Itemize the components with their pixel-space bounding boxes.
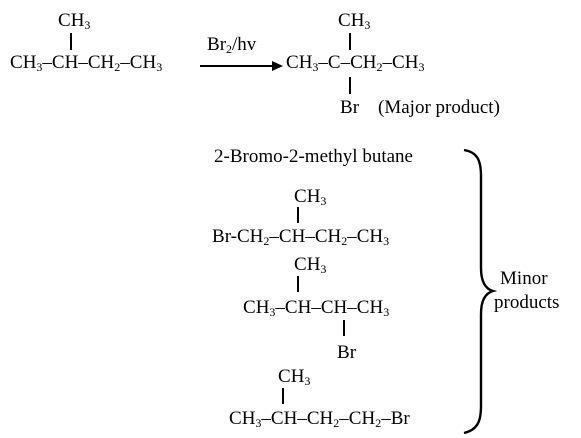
major-product-label: (Major product) [378, 97, 500, 118]
curly-brace [463, 148, 498, 435]
reactant-chain: CH3–CH–CH2–CH3 [10, 52, 163, 74]
reactant-branch-bond [70, 33, 72, 50]
minor-products-label-line2: products [494, 292, 560, 313]
minor-2-branch-bottom-bond [343, 320, 345, 336]
major-branch-bottom-bond [349, 77, 351, 94]
minor-products-label-line1: Minor [500, 268, 548, 289]
major-product-chain: CH3–C–CH2–CH3 [286, 52, 425, 74]
major-branch-br: Br [340, 97, 360, 118]
minor-1-chain: Br-CH2–CH–CH2–CH3 [212, 226, 390, 248]
reactant-branch-ch3: CH3 [58, 10, 91, 32]
minor-2-branch-top-bond [297, 276, 299, 292]
major-branch-ch3: CH3 [338, 10, 371, 32]
major-product-name: 2-Bromo-2-methyl butane [214, 146, 413, 167]
reagent-label: Br2/hv [207, 34, 257, 56]
minor-3-chain: CH3–CH–CH2–CH2–Br [229, 408, 410, 430]
minor-3-branch-ch3: CH3 [278, 366, 311, 388]
minor-2-chain: CH3–CH–CH–CH3 [243, 297, 390, 319]
major-branch-top-bond [349, 33, 351, 50]
minor-1-branch-bond [297, 207, 299, 223]
arrowhead [272, 61, 283, 71]
minor-2-branch-br: Br [337, 342, 357, 363]
minor-1-branch-ch3: CH3 [294, 186, 327, 208]
minor-2-branch-ch3: CH3 [294, 254, 327, 276]
minor-3-branch-bond [282, 388, 284, 404]
